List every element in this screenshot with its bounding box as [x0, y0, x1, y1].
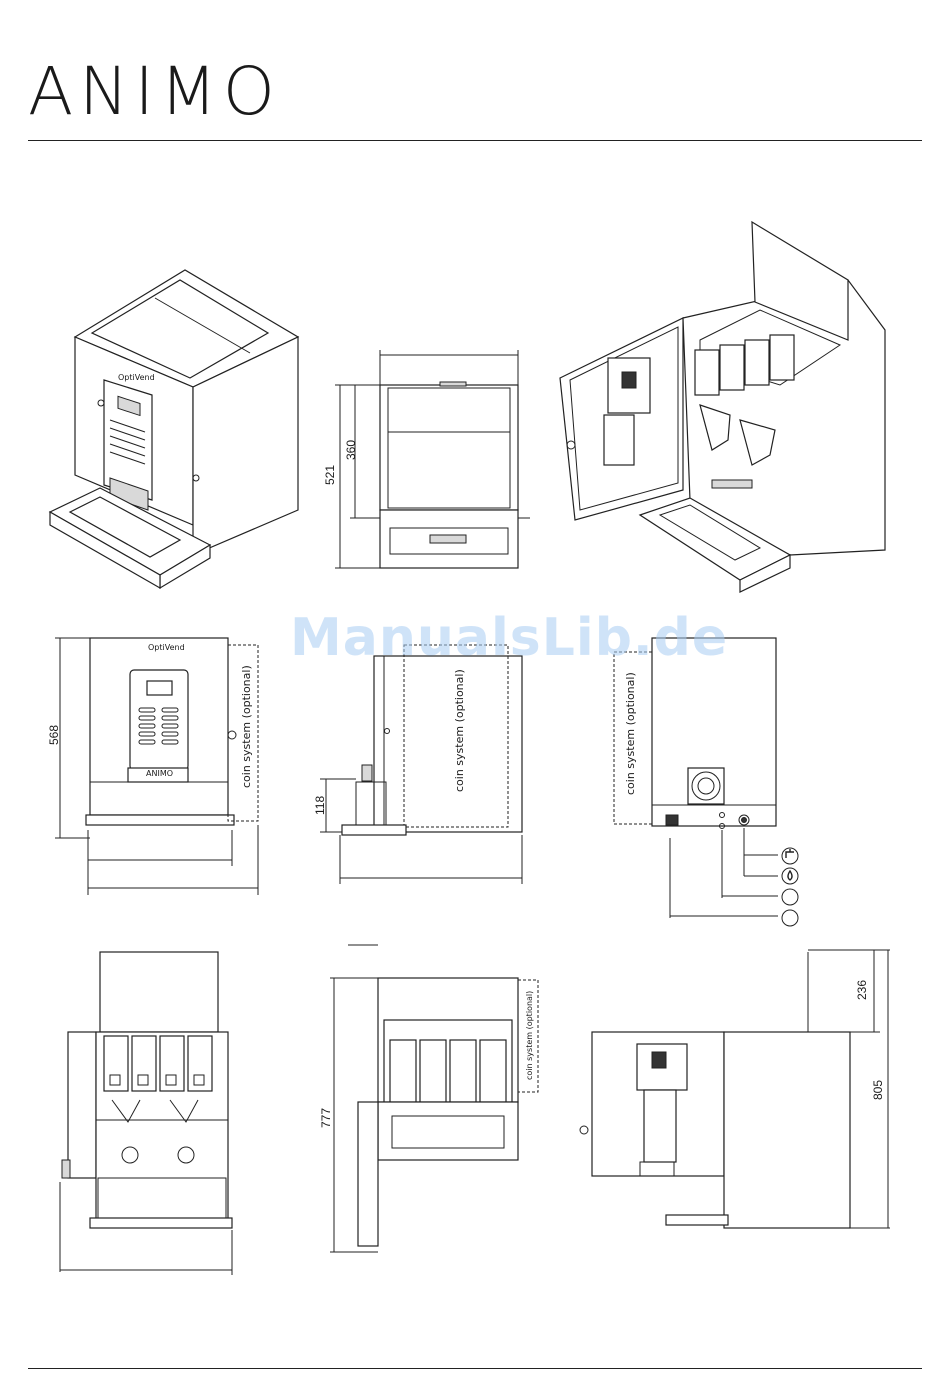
dim-805: 805 [871, 1080, 885, 1100]
dim-777: 777 [319, 1108, 333, 1128]
water-drop-icon [782, 868, 798, 884]
back-coin-label: coin system (optional) [624, 672, 637, 795]
water-tap-icon [782, 848, 798, 864]
top-view: 360 521 [323, 350, 530, 568]
dim-360: 360 [344, 440, 358, 460]
front-coin-label: coin system (optional) [240, 665, 253, 788]
open-side-coin-label: coin system (optional) [525, 991, 534, 1080]
open-lid-view: 236 805 [580, 950, 890, 1228]
iso-open-view [560, 222, 885, 592]
blank-circle-icon [782, 889, 798, 905]
back-view: coin system (optional) [614, 638, 798, 926]
dim-521: 521 [323, 465, 337, 485]
front-view: OptiVend ANIMO coin system (optional) 56… [47, 638, 258, 895]
side-view: coin system (optional) 118 [313, 645, 522, 884]
footer-rule [28, 1368, 922, 1369]
side-coin-label: coin system (optional) [453, 669, 466, 792]
front-brand-label: OptiVend [148, 643, 185, 652]
open-side-view: coin system (optional) 777 [319, 945, 538, 1252]
iso-brand-label: OptiVend [118, 373, 155, 382]
dim-118: 118 [313, 796, 327, 815]
dim-568: 568 [47, 725, 61, 745]
open-front-view [60, 952, 232, 1275]
dim-236: 236 [855, 980, 869, 1000]
watermark: ManualsLib.de [290, 608, 728, 668]
blank-circle-icon [782, 910, 798, 926]
iso-closed-view: OptiVend [50, 270, 298, 588]
front-badge: ANIMO [146, 769, 173, 778]
